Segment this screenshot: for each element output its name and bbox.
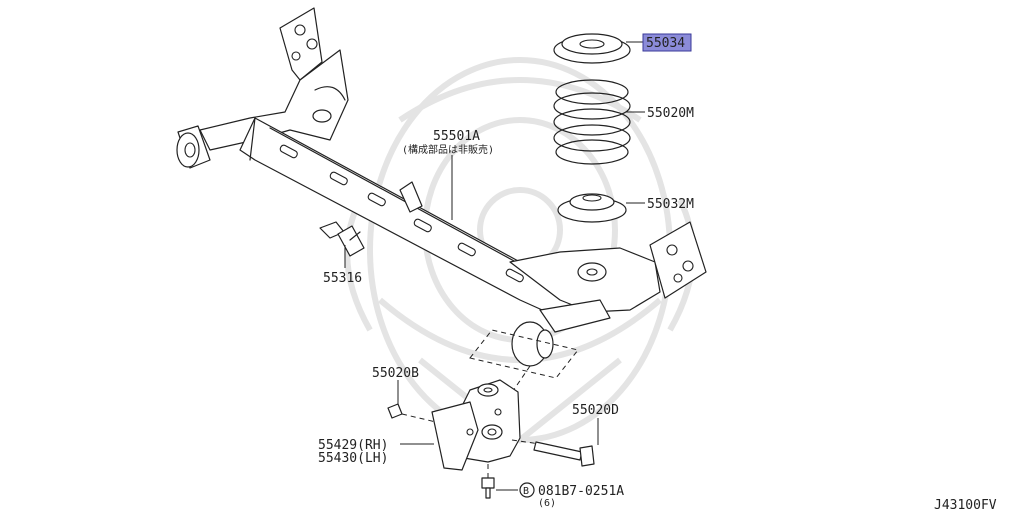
label-55429[interactable]: 55429(RH) (318, 438, 388, 453)
bolt-symbol: B (523, 486, 529, 497)
label-55501a[interactable]: 55501A (433, 129, 480, 144)
label-55032m[interactable]: 55032M (647, 197, 694, 212)
label-55020b[interactable]: 55020B (372, 366, 419, 381)
spring-seat-upper-55034[interactable] (553, 33, 631, 64)
axle-beam-55501a[interactable] (176, 7, 707, 367)
label-081b7-0251a: 081B7-0251A (538, 484, 624, 499)
label-55020d[interactable]: 55020D (572, 403, 619, 418)
label-bolt-qty: (6) (538, 498, 556, 509)
bracket-55429-55430[interactable] (431, 379, 521, 471)
bolt-symbol-circle (519, 482, 535, 498)
figure-code: J43100FV (934, 498, 997, 511)
highlight-55034 (642, 33, 692, 52)
spring-seat-lower-55032m[interactable] (557, 193, 627, 223)
bolt-081b7[interactable] (481, 464, 495, 499)
label-55034[interactable]: 55034 (646, 36, 685, 51)
bolt-code-label[interactable]: B 081B7-0251A (6) (519, 482, 624, 509)
watermark-emblem (344, 57, 696, 444)
coil-spring-55020m[interactable] (553, 79, 631, 165)
leader-lines (344, 41, 645, 491)
bolt-55020d[interactable] (511, 439, 595, 467)
bracket-55316[interactable] (319, 221, 365, 257)
label-55020m[interactable]: 55020M (647, 106, 694, 121)
label-55430[interactable]: 55430(LH) (318, 451, 388, 466)
label-55316[interactable]: 55316 (323, 271, 362, 286)
nut-55020b[interactable] (387, 403, 437, 423)
label-55501a-note: (構成部品は非販売) (402, 143, 494, 156)
